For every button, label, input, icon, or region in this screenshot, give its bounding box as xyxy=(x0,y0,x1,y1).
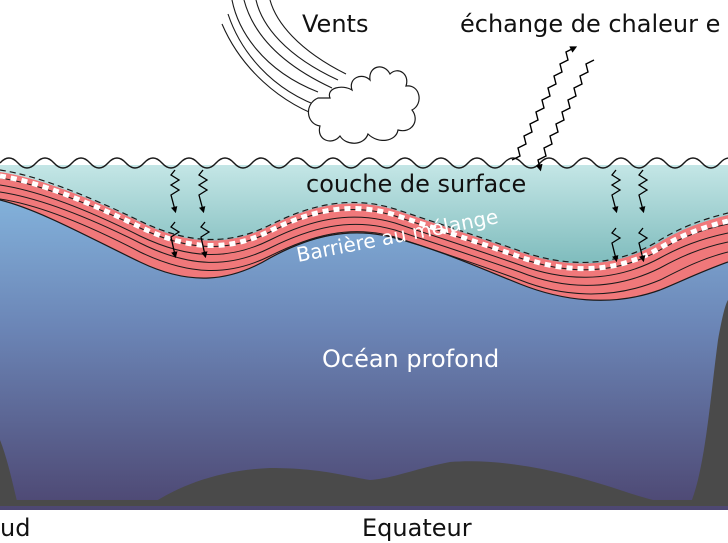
mixing-arrow-6 xyxy=(637,169,649,214)
seafloor-base xyxy=(0,500,728,506)
label-deep-ocean: Océan profond xyxy=(322,345,499,373)
barrier-outline xyxy=(0,199,728,301)
wind-cloud xyxy=(307,66,420,144)
mixing-arrow-3 xyxy=(170,221,181,259)
mixing-arrow-4 xyxy=(200,221,211,259)
boundary-white-dashes xyxy=(0,173,728,272)
surface-layer-water xyxy=(0,165,728,264)
sea-surface-waves xyxy=(0,157,728,169)
label-heat-exchange: échange de chaleur e xyxy=(460,10,720,38)
mixing-arrow-2 xyxy=(197,169,209,214)
mixing-arrow-1 xyxy=(169,169,181,214)
wind-lines xyxy=(221,0,347,121)
label-winds: Vents xyxy=(302,10,368,38)
heat-arrow-down xyxy=(535,59,595,172)
label-south: ud xyxy=(0,514,30,542)
label-surface-layer: couche de surface xyxy=(306,170,526,198)
heat-arrow-up xyxy=(511,46,578,161)
heat-exchange-arrows xyxy=(511,46,595,172)
mixing-arrow-7 xyxy=(611,227,622,263)
mixing-arrows xyxy=(169,169,649,263)
mixing-arrow-8 xyxy=(638,227,649,263)
mixing-barrier-band xyxy=(0,172,728,301)
label-equator: Equateur xyxy=(362,514,472,542)
mixing-arrow-5 xyxy=(610,169,622,214)
